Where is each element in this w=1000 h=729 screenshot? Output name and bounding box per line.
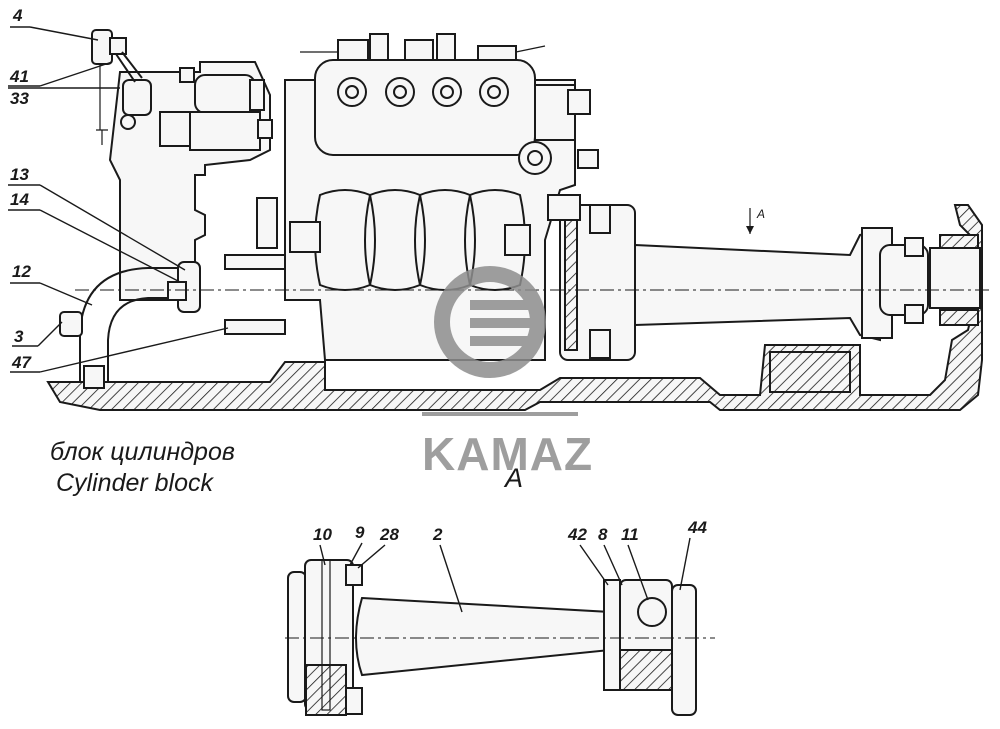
stop-boss [159, 111, 191, 147]
callout-8: 8 [598, 525, 608, 544]
callout-14: 14 [10, 190, 29, 209]
cylinder-block-section [46, 204, 983, 411]
callout-11: 11 [621, 525, 639, 544]
kamaz-watermark: KAMAZ [422, 266, 593, 480]
view-a-detail [285, 559, 715, 716]
top-bolts [300, 33, 546, 61]
block-cavity [769, 351, 851, 393]
stud-lower [224, 319, 286, 335]
callout-9: 9 [355, 523, 365, 542]
caption-ru: блок цилиндров [50, 438, 235, 466]
mounting-stud [289, 221, 321, 253]
main-assembly-view: A [46, 29, 990, 411]
lever-boss [122, 79, 152, 116]
callouts-view-a: 10 9 28 2 42 8 11 44 [313, 518, 707, 613]
callout-42: 42 [567, 525, 587, 544]
coupling-bolt-11 [637, 597, 667, 627]
drive-shaft-cone [634, 228, 881, 342]
callout-10: 10 [313, 525, 332, 544]
pump-head [314, 59, 536, 156]
kamaz-brand-text: KAMAZ [422, 428, 593, 480]
half-coupling-right [603, 579, 621, 691]
callout-4: 4 [12, 6, 23, 25]
callout-33: 33 [10, 89, 29, 108]
view-arrow-a: A [746, 207, 765, 234]
callout-44: 44 [687, 518, 707, 537]
shaft-cone [355, 596, 611, 677]
callout-47: 47 [11, 353, 32, 372]
end-bolt [567, 89, 591, 115]
delivery-valve-fittings [337, 77, 509, 107]
kamaz-logo-ring-icon [434, 266, 546, 378]
callout-28: 28 [379, 525, 399, 544]
arrow-a-label: A [756, 207, 765, 221]
stud-upper [224, 254, 286, 270]
callout-2: 2 [432, 525, 443, 544]
governor-body [189, 111, 261, 151]
bolt-3 [59, 311, 83, 337]
bleed-screw [518, 141, 552, 175]
callout-3: 3 [14, 327, 24, 346]
callout-41: 41 [9, 67, 29, 86]
pump-end-cap [534, 84, 576, 141]
side-plug [577, 149, 599, 169]
mounting-bolt-left [256, 197, 278, 249]
callout-12: 12 [12, 262, 31, 281]
callouts-main: 4 41 33 13 14 12 3 47 [8, 6, 229, 373]
governor-cap [194, 74, 256, 114]
caption-en: Cylinder block [56, 469, 215, 497]
callout-13: 13 [10, 165, 29, 184]
view-a-title: A [503, 463, 523, 493]
